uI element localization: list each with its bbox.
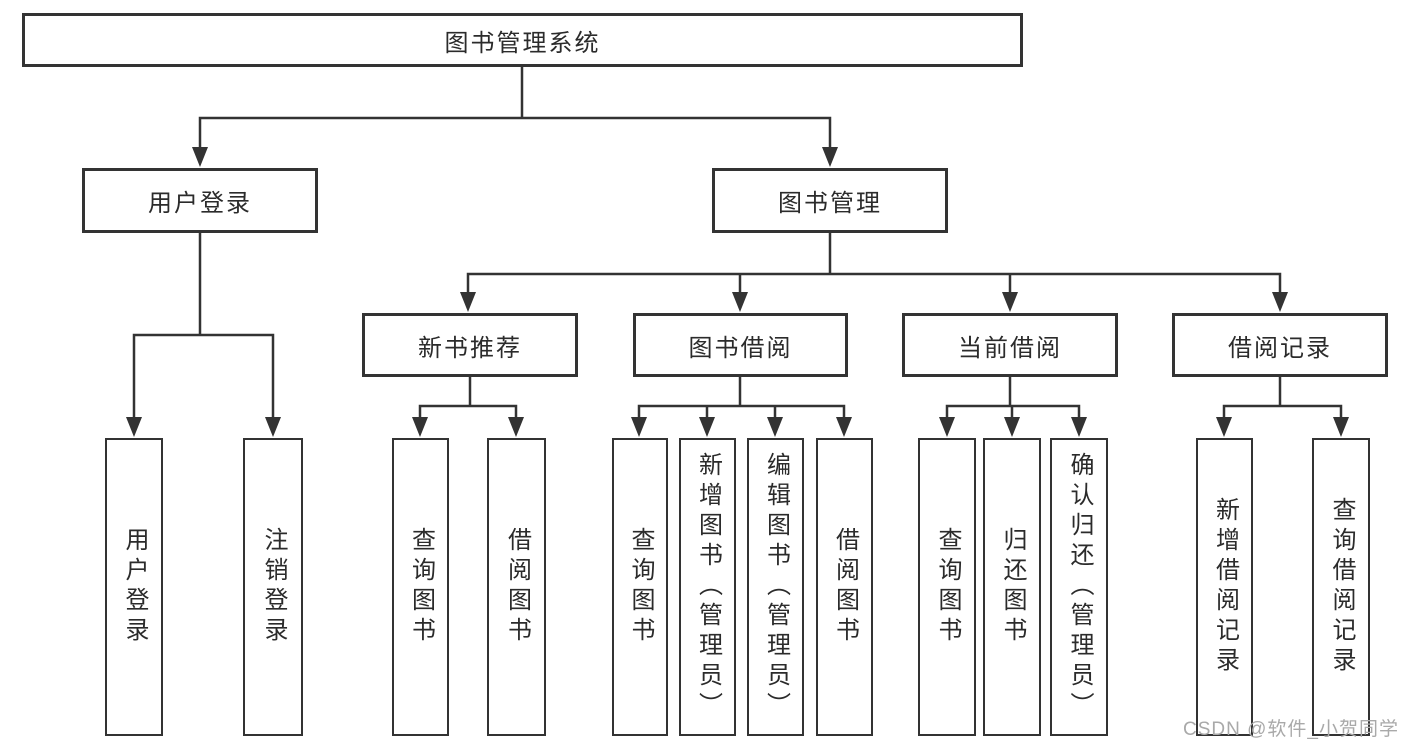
arrowhead-icon [767,417,783,437]
arrowhead-icon [1004,417,1020,437]
node-leaf-add-book-admin: 新增图书（管理员） [679,438,736,736]
arrowhead-icon [836,417,852,437]
arrowhead-icon [699,417,715,437]
connector-book-management-to-level2 [466,231,1282,298]
node-label: 确认归还（管理员） [1066,452,1093,722]
node-label: 当前借阅 [958,334,1062,362]
arrowhead-icon [822,147,838,167]
node-leaf-add-borrow-record: 新增借阅记录 [1196,438,1253,736]
node-leaf-query-books-recommend: 查询图书 [392,438,449,736]
node-leaf-borrow-book: 借阅图书 [816,438,873,736]
node-user-login: 用户登录 [82,168,318,233]
node-leaf-edit-book-admin: 编辑图书（管理员） [747,438,804,736]
node-leaf-borrow-books-recommend: 借阅图书 [487,438,546,736]
arrowhead-icon [939,417,955,437]
arrowhead-icon [412,417,428,437]
node-leaf-return-book: 归还图书 [983,438,1041,736]
arrowhead-icon [1216,417,1232,437]
csdn-watermark: CSDN @软件_小贺同学 [1183,719,1399,740]
node-book-management: 图书管理 [712,168,948,233]
arrowhead-icon [732,292,748,312]
arrowhead-icon [1333,417,1349,437]
connector-user-login-to-leaves [132,231,275,423]
arrowhead-icon [1272,292,1288,312]
node-label: 新增图书（管理员） [694,452,722,722]
connector-book-borrow-to-leaves [637,375,846,423]
node-label: 查询图书 [407,527,435,647]
arrowhead-icon [265,417,281,437]
node-label: 新增借阅记录 [1211,497,1239,677]
node-borrowing-records: 借阅记录 [1172,313,1388,377]
arrowhead-icon [1071,417,1087,437]
node-leaf-user-login: 用户登录 [105,438,163,736]
node-library-management-system: 图书管理系统 [22,13,1023,67]
arrowhead-icon [631,417,647,437]
node-leaf-logout: 注销登录 [243,438,303,736]
node-label: 查询借阅记录 [1328,497,1355,677]
arrowhead-icon [192,147,208,167]
arrowhead-icon [126,417,142,437]
arrowhead-icon [1002,292,1018,312]
node-label: 查询图书 [627,527,654,647]
node-label: 图书管理 [778,190,882,217]
arrowhead-icon [460,292,476,312]
node-current-borrowing: 当前借阅 [902,313,1118,377]
arrowhead-icon [508,417,524,437]
connector-root-to-level1 [198,65,832,153]
node-label: 注销登录 [260,527,287,647]
node-label: 图书管理系统 [444,29,601,57]
node-label: 归还图书 [999,527,1026,647]
node-label: 用户登录 [121,527,148,647]
node-label: 查询图书 [934,527,961,647]
node-book-borrowing: 图书借阅 [633,313,848,377]
node-leaf-confirm-return-admin: 确认归还（管理员） [1050,438,1108,736]
node-label: 借阅图书 [831,527,859,647]
connector-borrow-record-to-leaves [1222,375,1343,423]
node-label: 借阅图书 [503,527,531,647]
node-new-book-recommendation: 新书推荐 [362,313,578,377]
node-label: 借阅记录 [1228,334,1332,362]
node-leaf-query-borrow-record: 查询借阅记录 [1312,438,1370,736]
node-leaf-query-books-borrow: 查询图书 [612,438,668,736]
node-label: 用户登录 [148,190,252,217]
connector-current-borrow-to-leaves [945,375,1081,423]
node-label: 图书借阅 [688,334,793,362]
node-leaf-query-books-current: 查询图书 [918,438,976,736]
node-label: 编辑图书（管理员） [762,452,790,722]
node-label: 新书推荐 [418,334,522,362]
connector-new-book-to-leaves [418,375,518,423]
